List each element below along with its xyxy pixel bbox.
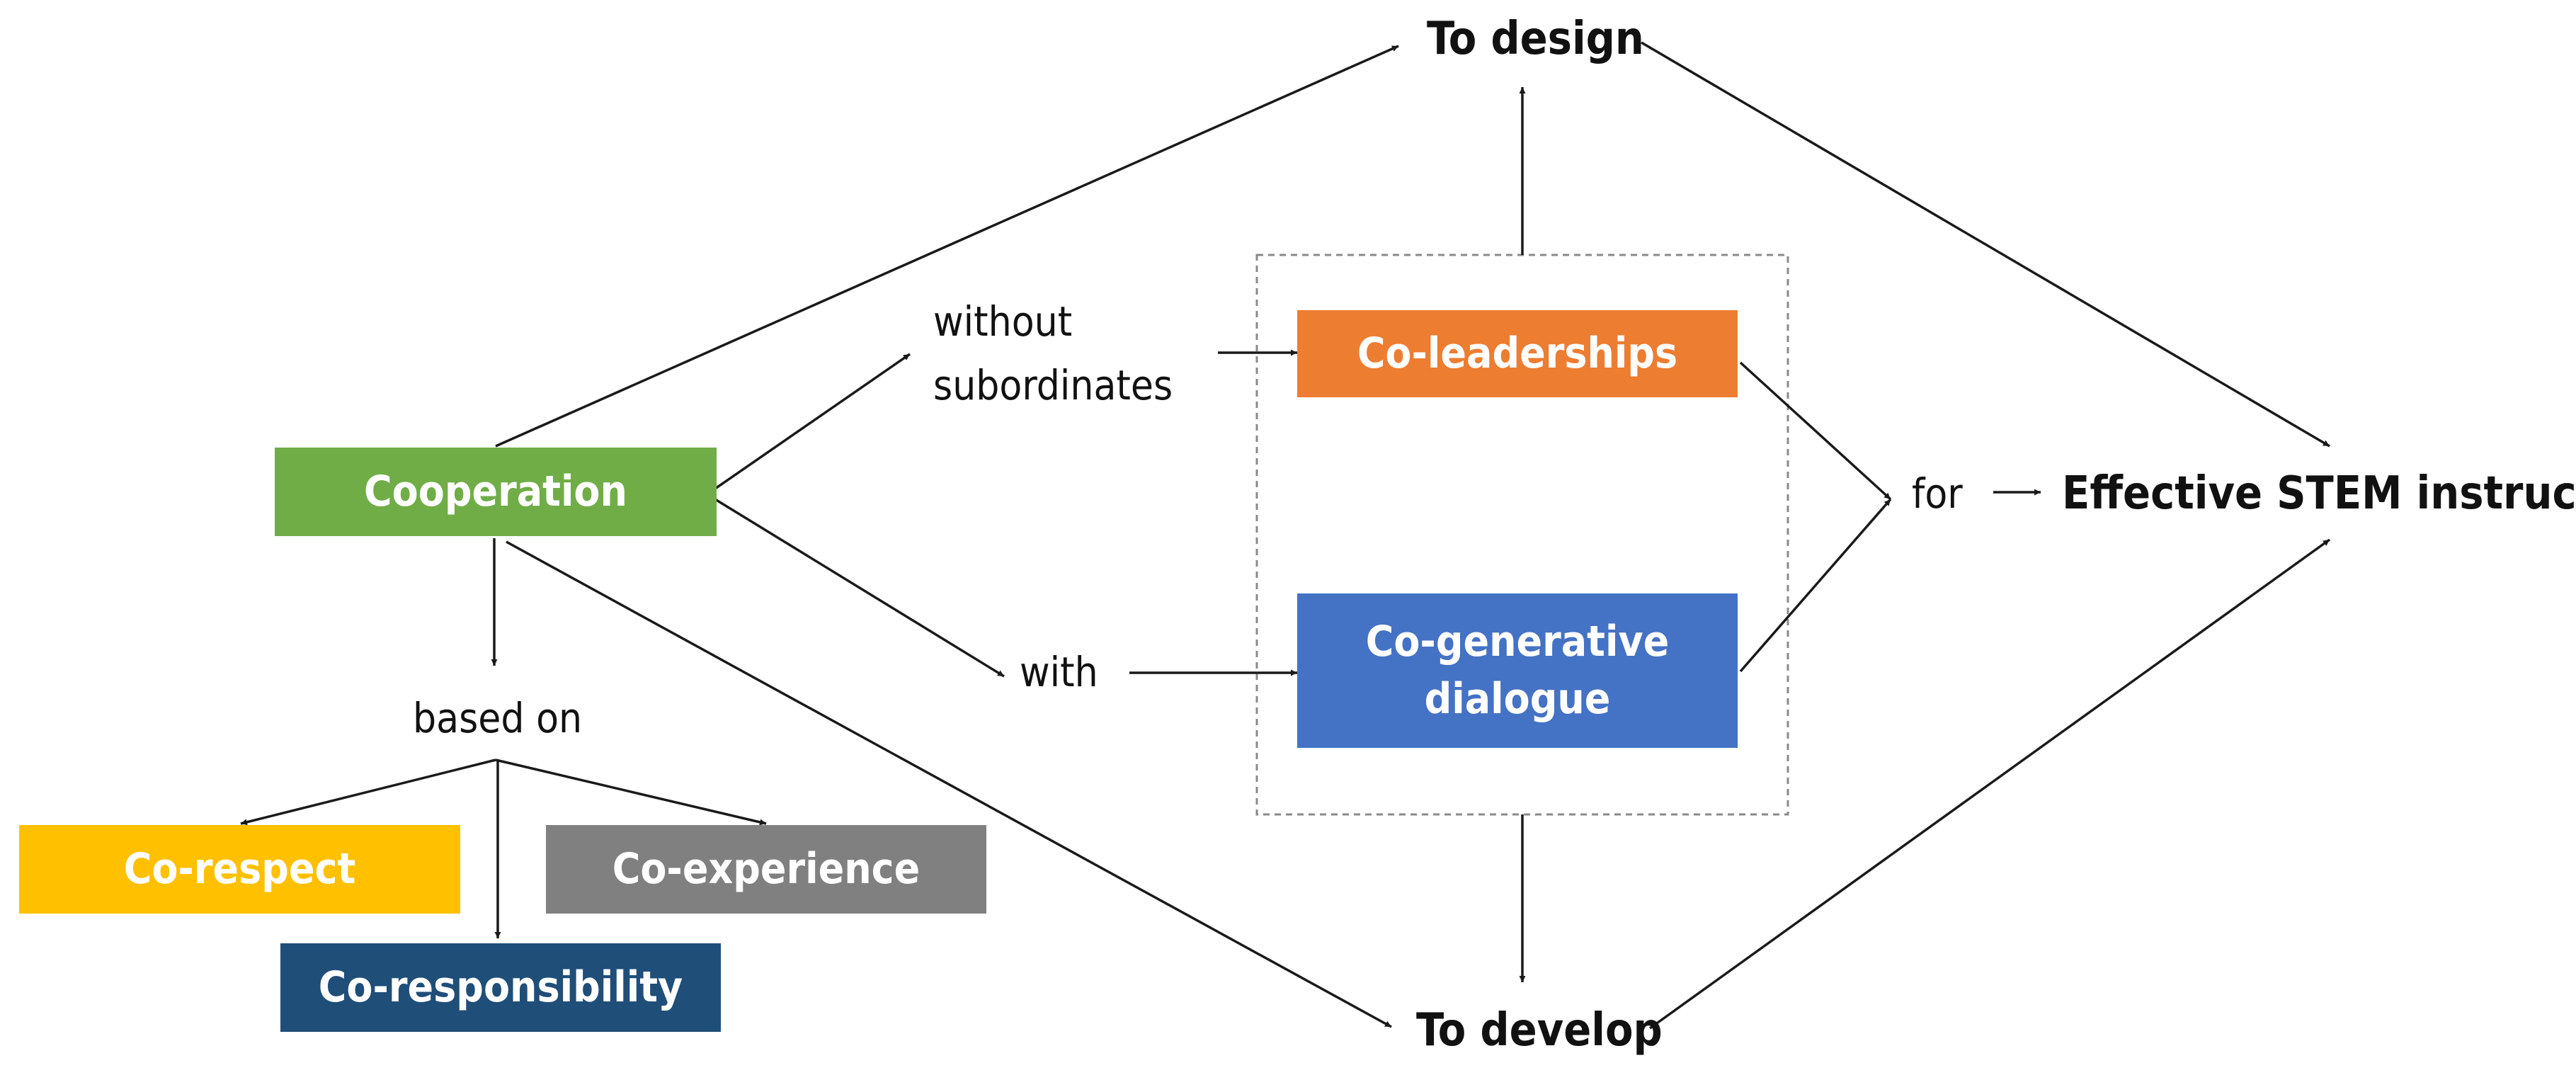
co-generative-label-line1: Co-generative	[1365, 617, 1670, 666]
arrow-based-on-to-co-respect	[240, 758, 496, 826]
without-subordinates-label: without subordinates	[933, 290, 1173, 418]
arrow-design-to-effective	[1641, 41, 2330, 448]
co-generative-label-line2: dialogue	[1424, 674, 1611, 724]
cooperation-label: Cooperation	[364, 467, 627, 516]
co-respect-label: Co-respect	[123, 844, 356, 894]
arrow-based-on-to-co-experience	[495, 758, 767, 826]
arrow-co-generative-to-for	[1739, 498, 1892, 673]
co-responsibility-box: Co-responsibility	[280, 943, 721, 1032]
co-leaderships-label: Co-leaderships	[1357, 329, 1678, 378]
arrow-cooperation-to-develop	[506, 540, 1392, 1028]
co-experience-box: Co-experience	[546, 825, 986, 914]
arrow-co-leaderships-to-for	[1739, 361, 1892, 501]
arrow-cooperation-to-design	[495, 45, 1399, 448]
co-respect-box: Co-respect	[19, 825, 460, 914]
co-responsibility-label: Co-responsibility	[318, 962, 683, 1012]
with-label: with	[1020, 648, 1098, 696]
based-on-label: based on	[413, 694, 583, 742]
to-develop-label: To develop	[1416, 1004, 1663, 1057]
co-generative-dialogue-box: Co-generative dialogue	[1297, 593, 1738, 748]
co-experience-label: Co-experience	[612, 844, 921, 894]
arrow-develop-to-effective	[1648, 538, 2331, 1030]
arrow-cooperation-to-without	[714, 353, 911, 490]
effective-stem-instruction-label: Effective STEM instruction	[2062, 467, 2576, 520]
arrow-cooperation-to-with	[714, 498, 1005, 678]
subordinates-line: subordinates	[933, 360, 1173, 409]
to-design-label: To design	[1427, 13, 1644, 65]
without-line: without	[933, 297, 1073, 346]
cooperation-box: Cooperation	[275, 448, 717, 536]
for-label: for	[1912, 470, 1963, 518]
co-leaderships-box: Co-leaderships	[1297, 310, 1738, 397]
